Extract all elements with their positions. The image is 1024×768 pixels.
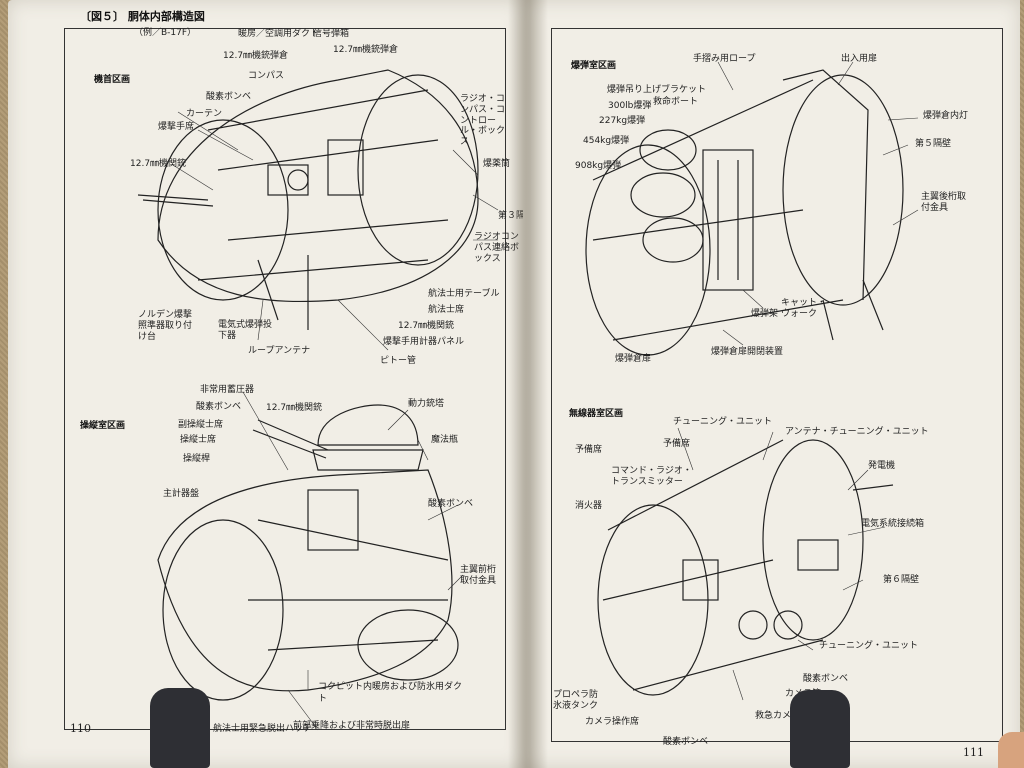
- label-curtain: カーテン: [186, 109, 223, 119]
- label-spare-seat-1: 予備席: [575, 445, 603, 455]
- label-tuning-unit-2: チューニング・ユニット: [819, 641, 919, 651]
- left-page-number: 110: [70, 722, 91, 735]
- left-page-frame: [64, 28, 506, 730]
- label-turret-mg: 12.7㎜機関銃: [266, 403, 323, 413]
- label-front-door: 前部乗降および非常時脱出扉: [293, 721, 411, 731]
- label-radio-compass-box: ラジオ・コンパス・コントロール・ボックス: [460, 94, 506, 148]
- label-signal-box: 信号弾箱: [313, 29, 350, 39]
- label-nav-escape: 航法士用緊急脱出ハッチ: [213, 724, 313, 734]
- right-page-number: 111: [963, 746, 984, 759]
- label-radio-compass-link: ラジオコンパス連絡ボックス: [474, 232, 520, 264]
- label-bomb-release: 電気式爆弾投下器: [218, 320, 273, 341]
- label-bay-door: 爆弾倉扉: [615, 354, 652, 364]
- label-ammo-1: 12.7㎜機銃弾倉: [223, 51, 289, 61]
- label-bulkhead-6: 第６隔壁: [883, 575, 920, 585]
- label-extinguisher: 消火器: [575, 501, 603, 511]
- label-nav-table: 航法士用テーブル: [428, 289, 500, 299]
- label-bomb-454kg: 454kg爆弾: [583, 136, 630, 146]
- label-ammo-2: 12.7㎜機銃弾倉: [333, 45, 399, 55]
- label-radio-oxygen: 酸素ボンベ: [803, 674, 849, 684]
- label-bomb-rack: 爆弾架: [751, 309, 779, 319]
- label-bombardier-seat: 爆撃手席: [158, 122, 195, 132]
- radio-room-cutaway-drawing: [597, 427, 894, 701]
- label-cockpit-oxygen-2: 酸素ボンベ: [428, 499, 474, 509]
- figure-subtitle: （例／B-17F）: [134, 28, 197, 38]
- label-instrument-panel: 主計器盤: [163, 489, 200, 499]
- label-norden-mount: ノルデン爆撃照準器取り付け台: [138, 310, 193, 342]
- label-tuning-unit-1: チューニング・ユニット: [673, 417, 773, 427]
- book-gutter: [508, 0, 548, 768]
- label-mg-side: 12.7㎜機関銃: [398, 321, 455, 331]
- nose-cutaway-drawing: [137, 69, 499, 351]
- label-bulkhead-3: 第３隔壁: [498, 212, 534, 221]
- label-loop-antenna: ループアンテナ: [248, 346, 311, 356]
- bomb-bay-cutaway-drawing: [585, 61, 919, 356]
- open-book: 〔図５〕 胴体内部構造図 （例／B-17F） 機首区画 操縦室区画: [8, 0, 1020, 768]
- section-nose: 機首区画: [94, 75, 131, 85]
- label-pilot-seat: 操縦士席: [180, 435, 217, 445]
- left-page: 〔図５〕 胴体内部構造図 （例／B-17F） 機首区画 操縦室区画: [8, 0, 534, 768]
- label-pitot: ピトー管: [380, 356, 417, 366]
- label-copilot-seat: 副操縦士席: [178, 420, 224, 430]
- label-accumulator: 非常用蓄圧器: [200, 385, 255, 395]
- label-flare: 爆薬筒: [483, 159, 511, 169]
- book-stand-left: [150, 688, 210, 768]
- label-oxygen: 酸素ボンベ: [206, 92, 252, 102]
- label-cockpit-oxygen: 酸素ボンベ: [196, 402, 242, 412]
- book-stand-right: [790, 690, 850, 768]
- label-rear-spar-fitting: 主翼後桁取付金具: [921, 192, 967, 213]
- label-nav-seat: 航法士席: [428, 305, 465, 315]
- label-bomb-227kg: 227kg爆弾: [599, 116, 646, 126]
- label-bomb-300lb: 300lb爆弾: [608, 101, 652, 111]
- finger: [998, 732, 1024, 768]
- label-deice-tank: プロペラ防氷液タンク: [553, 690, 599, 711]
- section-radio: 無線器室区画: [569, 409, 624, 419]
- label-compass: コンパス: [248, 71, 285, 81]
- label-junction-box: 電気系統接続箱: [861, 519, 925, 529]
- label-yoke: 操縦桿: [183, 454, 211, 464]
- label-life-raft: 救命ボート: [653, 97, 699, 107]
- label-power-turret: 動力銃塔: [408, 399, 445, 409]
- label-antenna-tuning: アンテナ・チューニング・ユニット: [785, 427, 929, 437]
- section-cockpit: 操縦室区画: [80, 421, 126, 431]
- label-thermos: 魔法瓶: [431, 435, 459, 445]
- label-generator: 発電機: [868, 461, 896, 471]
- label-bomb-908kg: 908kg爆弾: [575, 161, 622, 171]
- label-duct: 暖房／空調用ダクト: [238, 29, 320, 39]
- label-spare-seat-2: 予備席: [663, 439, 691, 449]
- label-radio-oxygen-2: 酸素ボンベ: [663, 737, 709, 747]
- label-catwalk: キャット・ウォーク: [781, 298, 827, 319]
- label-bomb-hoist: 爆弾吊り上げブラケット: [607, 85, 707, 95]
- label-cockpit-duct: コクピット内暖房および防氷用ダクト: [318, 682, 463, 704]
- label-door-mechanism: 爆弾倉扉開閉装置: [711, 347, 784, 357]
- label-wing-spar-fitting: 主翼前桁取付金具: [460, 565, 497, 586]
- label-bay-light: 爆弾倉内灯: [923, 111, 969, 121]
- label-bulkhead-5: 第５隔壁: [915, 139, 952, 149]
- label-hand-rope: 手摺み用ロープ: [693, 54, 756, 64]
- label-entry-door: 出入用扉: [841, 54, 878, 64]
- right-page-frame: [551, 28, 1003, 742]
- label-command-radio: コマンド・ラジオ・トランスミッター: [611, 466, 692, 487]
- label-emergency-camera: 救急カメラ: [755, 711, 801, 721]
- figure-title: 〔図５〕 胴体内部構造図: [80, 10, 205, 23]
- section-bomb-bay: 爆弾室区画: [571, 61, 617, 71]
- label-bomb-panel: 爆撃手用計器パネル: [383, 337, 465, 347]
- label-camera-operator: カメラ操作席: [585, 717, 640, 727]
- right-page: 爆弾室区画 無線器室区画: [523, 0, 1020, 768]
- cockpit-cutaway-drawing: [157, 391, 464, 731]
- label-mg-nose: 12.7㎜機関銃: [130, 159, 187, 169]
